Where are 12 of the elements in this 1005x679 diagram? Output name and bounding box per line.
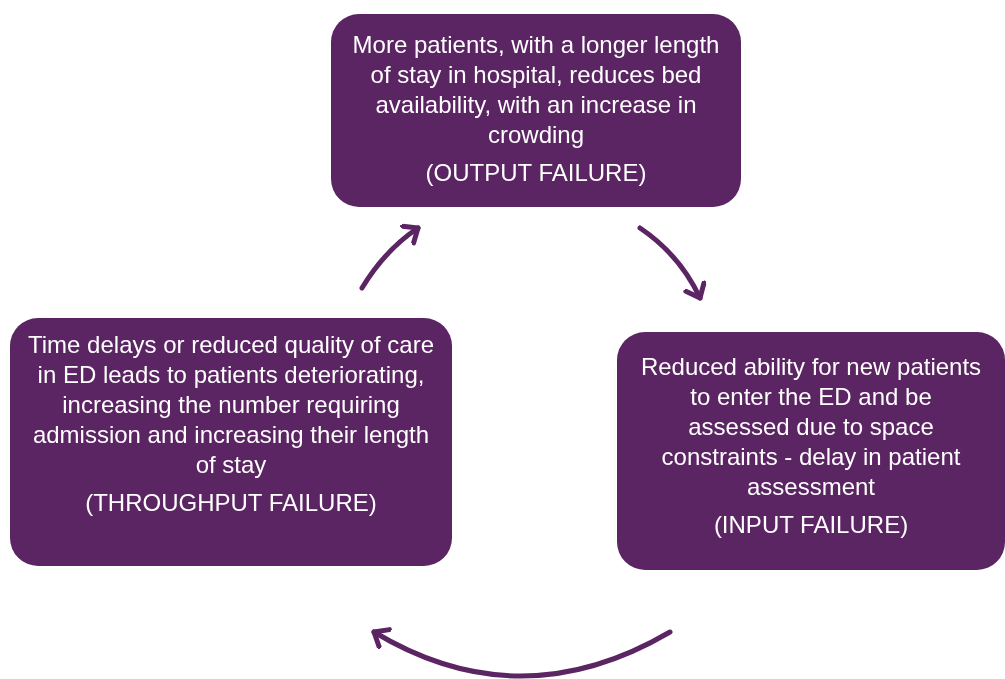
- failure-label: (INPUT FAILURE): [712, 510, 910, 540]
- curved-arrow: [637, 225, 707, 301]
- process-box: [617, 332, 1005, 570]
- curved-arrow: [359, 224, 421, 291]
- description-text: Reduced ability for new patients to enter the ED and be assessed due to space constraints - delay in patient assessment: [639, 352, 983, 502]
- process-box: [331, 14, 741, 207]
- process-box: [10, 318, 452, 566]
- description-text: Time delays or reduced quality of care in ED leads to patients deteriorating, increasing the number requiring admission and increasing their length of stay: [27, 330, 435, 480]
- curved-arrow: [371, 626, 673, 679]
- description-text: More patients, with a longer length of stay in hospital, reduces bed availability, with an increase in crowding: [351, 30, 721, 150]
- failure-label: (OUTPUT FAILURE): [424, 158, 648, 188]
- failure-label: (THROUGHPUT FAILURE): [84, 488, 378, 518]
